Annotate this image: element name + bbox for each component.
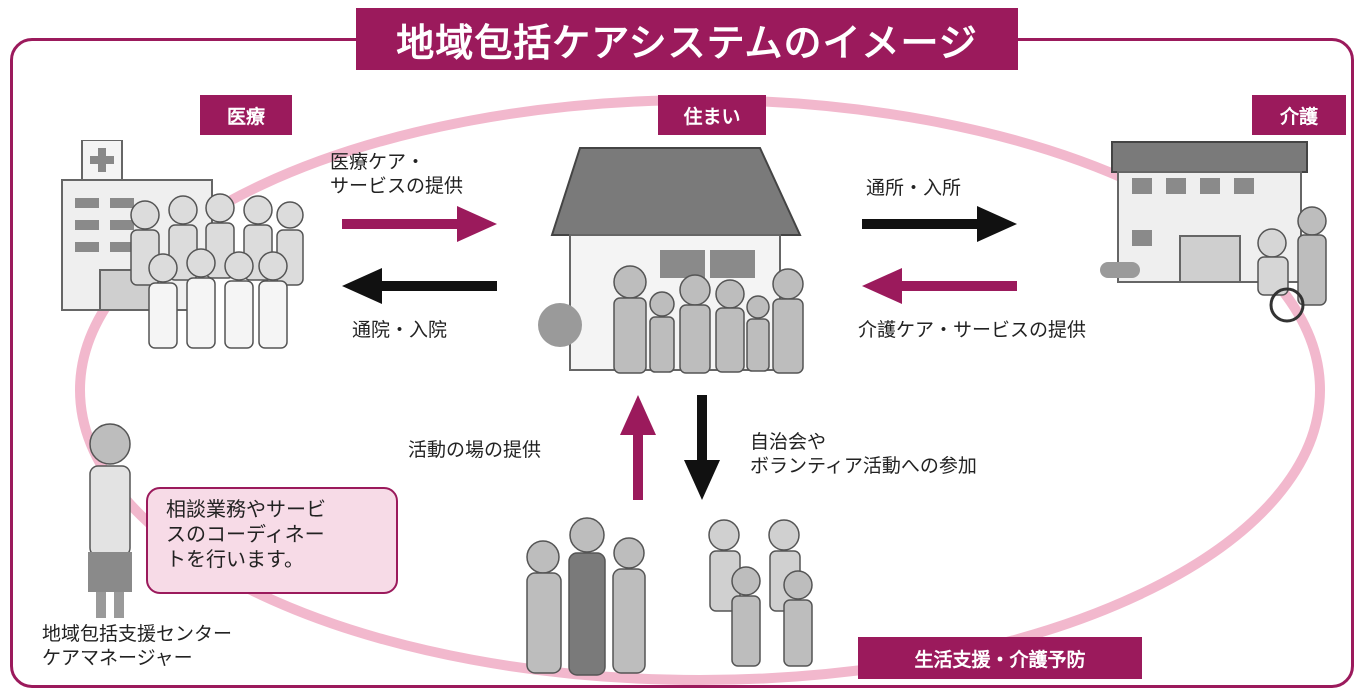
label-care-service: 介護ケア・サービスの提供 xyxy=(858,319,1087,341)
tag-housing: 住まい xyxy=(658,95,766,135)
label-medical-care-2: サービスの提供 xyxy=(330,175,464,197)
house-illustration xyxy=(538,147,802,371)
label-day-service: 通所・入所 xyxy=(866,177,962,199)
label-hospital-visit: 通院・入院 xyxy=(352,319,448,341)
bubble-line-3: トを行います。 xyxy=(166,547,304,571)
family-illustration xyxy=(613,265,804,374)
community-people-illustration xyxy=(526,517,646,676)
arrow-hospital-left xyxy=(342,268,497,304)
care-facility-illustration xyxy=(1100,141,1308,283)
arrow-participation-down xyxy=(684,395,720,500)
label-center-1: 地域包括支援センター xyxy=(42,623,233,645)
label-center-2: ケアマネージャー xyxy=(42,647,193,669)
arrow-care-service-left xyxy=(862,268,1017,304)
elderly-exercise-illustration xyxy=(708,519,813,667)
arrow-medical-care-right xyxy=(342,206,497,242)
speech-bubble: 相談業務やサービ スのコーディネー トを行います。 xyxy=(146,487,398,594)
tag-medical: 医療 xyxy=(200,95,292,135)
bubble-line-2: スのコーディネー xyxy=(166,522,325,546)
arrow-activity-up xyxy=(620,395,656,500)
label-medical-care-1: 医療ケア・ xyxy=(330,151,426,173)
tag-support: 生活支援・介護予防 xyxy=(858,637,1142,679)
care-manager-illustration xyxy=(88,423,132,618)
page-title: 地域包括ケアシステムのイメージ xyxy=(356,8,1018,70)
tag-care: 介護 xyxy=(1252,95,1346,135)
arrow-day-service-right xyxy=(862,206,1017,242)
medical-staff-illustration xyxy=(130,193,304,349)
label-participation-1: 自治会や xyxy=(750,431,827,453)
label-activity-place: 活動の場の提供 xyxy=(408,439,542,461)
wheelchair-caregiver-illustration xyxy=(1257,206,1327,323)
bubble-line-1: 相談業務やサービ xyxy=(166,497,326,521)
label-participation-2: ボランティア活動への参加 xyxy=(750,455,977,477)
